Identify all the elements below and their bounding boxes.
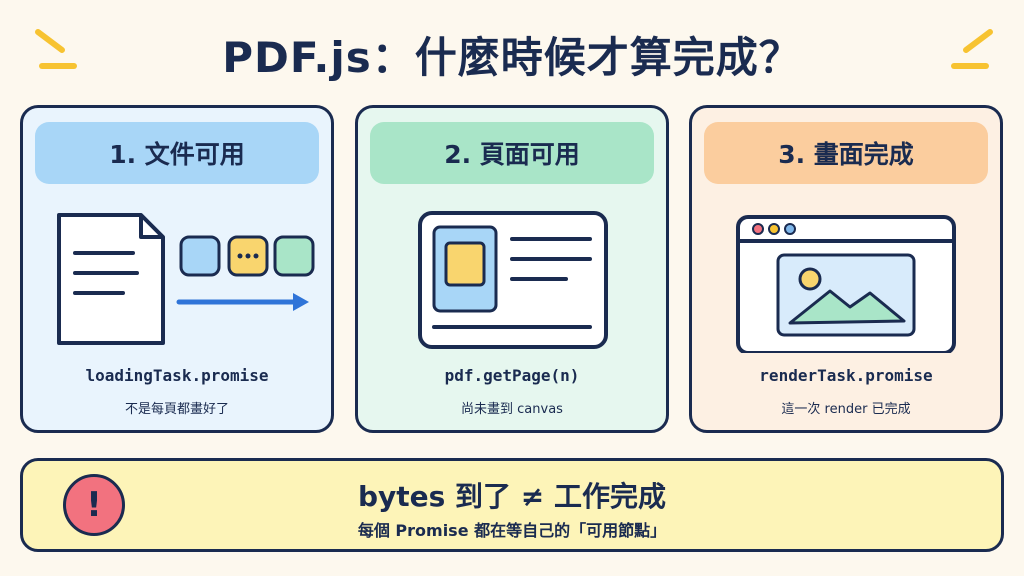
banner-headline: bytes 到了 ≠ 工作完成 xyxy=(357,480,667,513)
code-label: loadingTask.promise xyxy=(85,366,269,385)
page-title: PDF.js：什麼時候才算完成？ xyxy=(222,33,802,82)
right-spark-icon xyxy=(951,29,993,69)
note-label: 尚未畫到 canvas xyxy=(461,402,563,417)
document-with-loading-chunks-icon xyxy=(57,213,315,345)
banner-subline: 每個 Promise 都在等自己的「可用節點」 xyxy=(357,521,667,540)
note-label: 這一次 render 已完成 xyxy=(781,402,911,417)
card-document-available: 1. 文件可用 loadingTask.promise 不是每頁都畫好了 xyxy=(20,105,334,433)
page-layout-icon xyxy=(418,211,608,349)
card-render-complete: 3. 畫面完成 renderTask.promise 這一次 render 已完… xyxy=(689,105,1003,433)
summary-banner: ! bytes 到了 ≠ 工作完成 每個 Promise 都在等自己的「可用節點… xyxy=(20,458,1004,552)
browser-image-icon xyxy=(736,215,956,353)
card-heading: 1. 文件可用 xyxy=(35,122,319,184)
left-spark-icon xyxy=(35,29,77,69)
code-label: renderTask.promise xyxy=(759,366,933,385)
card-page-available: 2. 頁面可用 pdf.getPage(n) 尚未畫到 canvas xyxy=(355,105,669,433)
note-label: 不是每頁都畫好了 xyxy=(124,402,229,417)
exclamation-icon: ! xyxy=(63,474,125,536)
code-label: pdf.getPage(n) xyxy=(444,366,580,385)
card-heading: 2. 頁面可用 xyxy=(370,122,654,184)
card-heading: 3. 畫面完成 xyxy=(704,122,988,184)
